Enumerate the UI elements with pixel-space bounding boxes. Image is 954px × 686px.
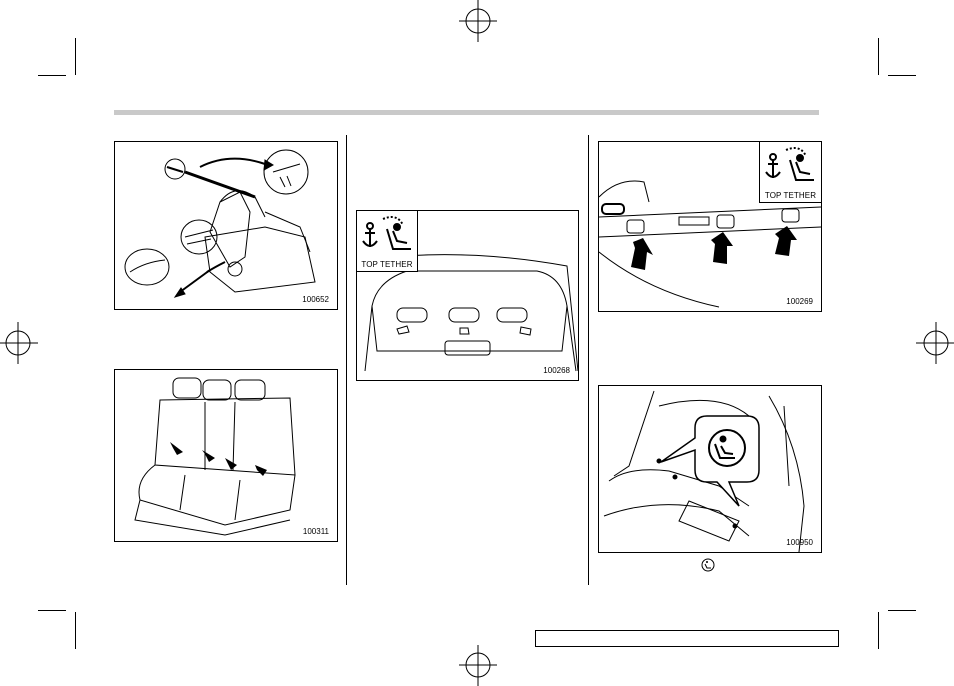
child-seat-icon xyxy=(383,217,411,249)
crop-mark xyxy=(38,610,66,611)
figure-code: 100268 xyxy=(543,366,570,375)
anchor-icon xyxy=(357,211,417,256)
footer-page-box xyxy=(535,630,839,647)
registration-mark-icon xyxy=(455,643,501,686)
crop-mark xyxy=(75,38,76,75)
top-tether-label: TOP TETHER xyxy=(357,260,417,269)
lower-anchor-illustration xyxy=(599,386,821,552)
column-divider xyxy=(588,135,589,585)
figure-code: 100652 xyxy=(302,295,329,304)
figure-rear-shelf-tether: TOP TETHER 100268 xyxy=(356,210,579,381)
lower-anchor-symbol-icon xyxy=(701,558,715,572)
crop-mark xyxy=(38,75,66,76)
crop-mark xyxy=(888,610,916,611)
figure-code: 100950 xyxy=(786,538,813,547)
figure-code: 100269 xyxy=(786,297,813,306)
figure-shelf-anchor-arrows: TOP TETHER 100269 xyxy=(598,141,822,312)
figure-lower-anchor-symbol: 100950 xyxy=(598,385,822,553)
crop-mark xyxy=(75,612,76,649)
tether-attachment-illustration xyxy=(115,142,337,309)
rear-seat-illustration xyxy=(115,370,337,541)
anchor-icon xyxy=(760,142,821,187)
top-tether-badge: TOP TETHER xyxy=(357,211,418,272)
child-seat-icon xyxy=(786,148,814,180)
crop-mark xyxy=(878,38,879,75)
header-rule xyxy=(114,110,819,115)
figure-tether-attachment: 100652 xyxy=(114,141,338,310)
top-tether-label: TOP TETHER xyxy=(760,191,821,200)
registration-mark-icon xyxy=(455,0,501,46)
registration-mark-icon xyxy=(0,320,40,366)
figure-code: 100311 xyxy=(303,527,329,536)
registration-mark-icon xyxy=(914,320,954,366)
crop-mark xyxy=(878,612,879,649)
arrow-icon xyxy=(631,226,797,270)
figure-rear-seat-anchors: 100311 xyxy=(114,369,338,542)
crop-mark xyxy=(888,75,916,76)
column-divider xyxy=(346,135,347,585)
top-tether-badge: TOP TETHER xyxy=(759,142,821,203)
